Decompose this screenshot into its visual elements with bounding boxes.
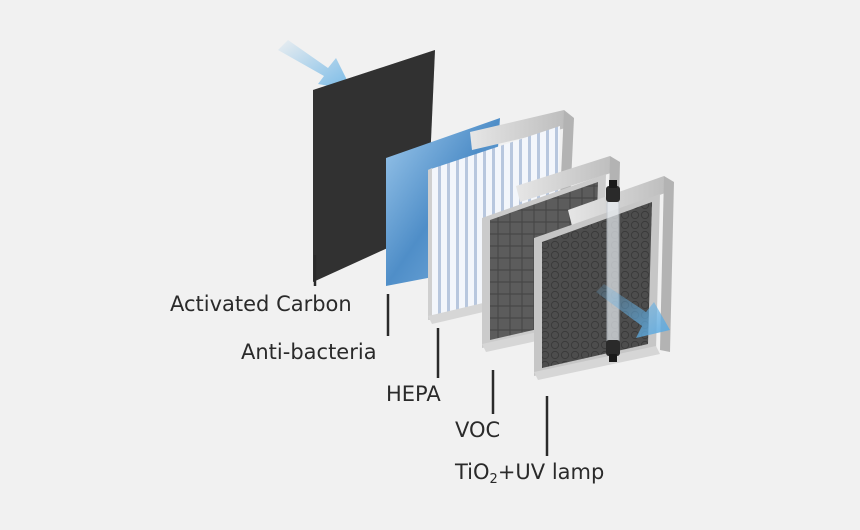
label-tio2-uv-lamp: TiO2+UV lamp <box>455 460 605 487</box>
label-tio2-suffix: +UV lamp <box>497 460 605 484</box>
label-tio2-subscript: 2 <box>489 472 498 487</box>
label-voc: VOC <box>455 418 501 442</box>
leader-lines <box>313 255 549 456</box>
label-tio2-prefix: TiO <box>455 460 490 484</box>
label-anti-bacteria: Anti-bacteria <box>241 340 377 364</box>
uv-lamp-icon <box>606 180 620 362</box>
label-activated-carbon: Activated Carbon <box>170 292 352 316</box>
tio2-uv-layer <box>534 176 674 380</box>
airflow-out-arrow <box>596 284 670 338</box>
label-hepa: HEPA <box>386 382 441 406</box>
airflow-in-arrow <box>278 40 352 90</box>
